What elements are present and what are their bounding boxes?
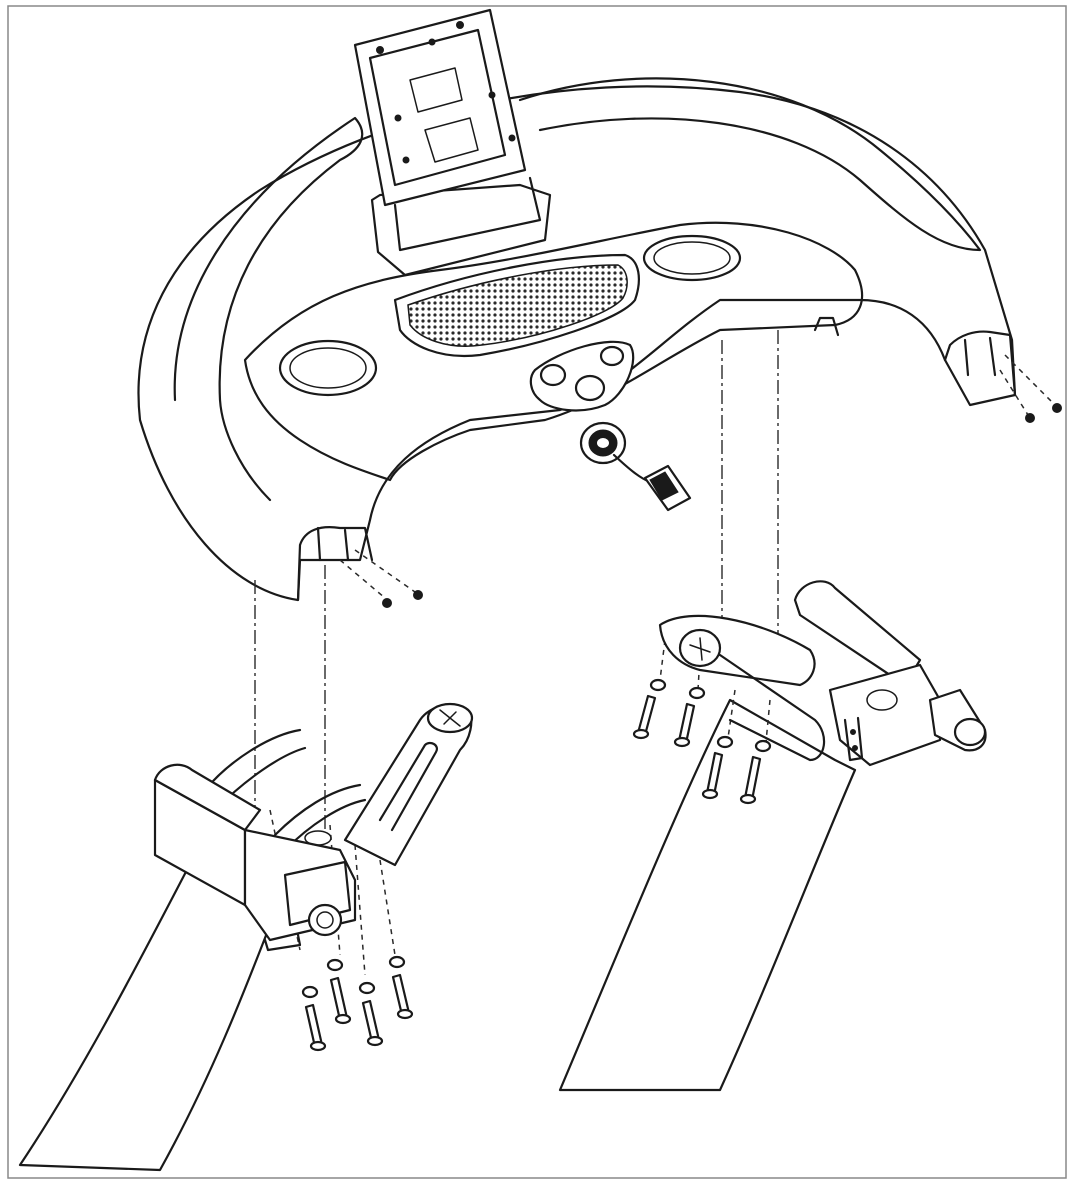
- bracket-bolts-right: [632, 678, 772, 805]
- left-upright: [18, 843, 302, 1172]
- bolt: [326, 958, 352, 1025]
- control-pod: [529, 340, 635, 412]
- bolt: [632, 678, 667, 740]
- bolt: [388, 955, 414, 1020]
- bolt: [739, 739, 772, 805]
- left-handlebar-bracket: [153, 702, 474, 952]
- bracket-bolts-left: [301, 955, 414, 1052]
- speaker-grille: [393, 253, 640, 358]
- bolt: [358, 981, 384, 1047]
- bolt: [301, 985, 327, 1052]
- console-hood: [137, 77, 1017, 602]
- bolt: [673, 686, 706, 748]
- bolt: [701, 735, 734, 800]
- diagram-border: [7, 5, 1067, 1179]
- right-upright: [558, 698, 857, 1092]
- cable-connector: [643, 464, 692, 512]
- power-cable-grommet: [579, 421, 652, 484]
- right-handlebar-bracket: [658, 580, 987, 767]
- tablet-holder-bracket: [353, 8, 552, 277]
- console-screws: [382, 403, 1062, 608]
